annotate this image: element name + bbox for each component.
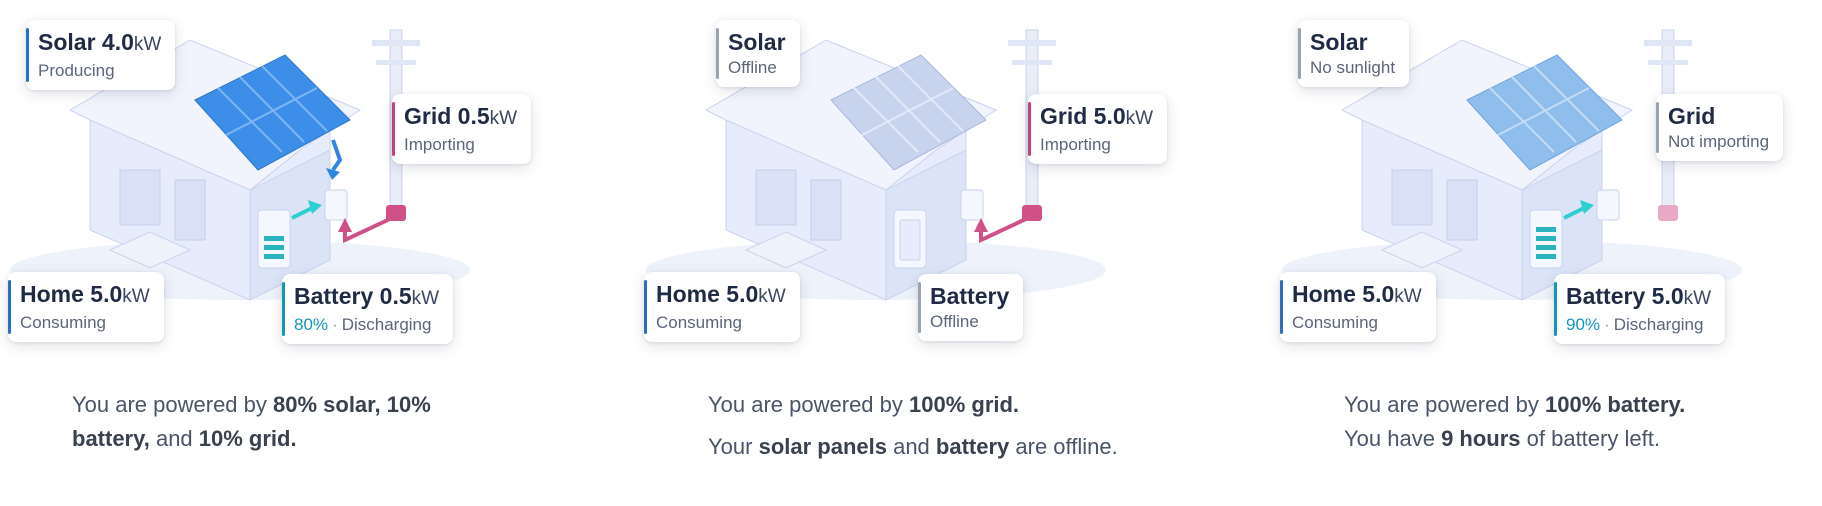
caption-text: You are powered by [1344, 392, 1545, 417]
solar-flow-arrowhead [326, 168, 340, 180]
battery-title: Battery [294, 283, 374, 309]
grid-flow-arrow [979, 216, 1029, 244]
battery-flow-arrow [1563, 206, 1585, 220]
home-value: 5.0 [90, 281, 123, 307]
caption-emphasis: 10% grid. [198, 426, 297, 451]
solar-flow-arrow [331, 139, 343, 172]
energy-panel-1: Solar 4.0kW Producing Grid 0.5kW Importi… [0, 0, 620, 506]
battery-flow-arrowhead [1580, 200, 1594, 214]
grid-card[interactable]: Grid Not importing [1656, 94, 1784, 161]
meter-box [1596, 189, 1620, 221]
grid-title: Grid [404, 103, 452, 129]
home-title: Home [1292, 281, 1356, 307]
home-card[interactable]: Home 5.0kW Consuming [1280, 272, 1436, 342]
solar-title: Solar [728, 29, 786, 55]
grid-unit: kW [489, 108, 518, 129]
energy-panel-2: Solar Offline Grid 5.0kW Importing Home … [636, 0, 1256, 506]
solar-title: Solar [1310, 29, 1368, 55]
battery-unit: kW [1683, 288, 1712, 309]
home-unit: kW [122, 286, 150, 307]
caption-text: and [886, 434, 936, 459]
battery-status: Discharging [341, 315, 432, 334]
caption-emphasis: 100% battery. [1545, 392, 1686, 417]
solar-panel [830, 54, 987, 171]
grid-flow-arrow [343, 216, 393, 244]
grid-card[interactable]: Grid 5.0kW Importing [1028, 94, 1168, 164]
battery-status: Offline [930, 312, 979, 331]
caption-text: are offline. [1009, 434, 1118, 459]
caption-emphasis: 9 hours [1441, 426, 1521, 451]
home-status: Consuming [656, 313, 742, 332]
grid-status: Not importing [1668, 132, 1770, 151]
caption-text: of battery left. [1520, 426, 1660, 451]
solar-unit: kW [133, 34, 162, 55]
solar-card[interactable]: Solar No sunlight [1298, 20, 1410, 87]
caption-emphasis: 100% grid. [909, 392, 1020, 417]
battery-card[interactable]: Battery 5.0kW 90%·Discharging [1554, 274, 1726, 344]
caption-emphasis: solar panels [758, 434, 887, 459]
caption-text: You are powered by [72, 392, 273, 417]
battery-status: Discharging [1613, 315, 1704, 334]
grid-value: 5.0 [1093, 103, 1126, 129]
solar-panel [1466, 54, 1623, 171]
battery-title: Battery [930, 283, 1010, 309]
solar-status: Offline [728, 58, 777, 77]
battery-flow-arrow [291, 206, 313, 220]
energy-panel-3: Solar No sunlight Grid Not importing Hom… [1272, 0, 1822, 506]
battery-unit [257, 209, 291, 269]
power-summary: You are powered by 80% solar, 10% batter… [72, 388, 512, 456]
caption-emphasis: 80% solar, 10% battery, [72, 392, 431, 451]
solar-status: No sunlight [1310, 58, 1396, 77]
home-unit: kW [1394, 286, 1422, 307]
grid-title: Grid [1668, 103, 1716, 129]
solar-card[interactable]: Solar Offline [716, 20, 800, 87]
solar-panel [194, 54, 351, 171]
caption-text: Your [708, 434, 759, 459]
home-status: Consuming [20, 313, 106, 332]
grid-value: 0.5 [457, 103, 490, 129]
solar-card[interactable]: Solar 4.0kW Producing [26, 20, 176, 90]
separator-dot: · [1604, 315, 1610, 334]
grid-flow-arrowhead [338, 218, 352, 232]
grid-status: Importing [1040, 135, 1111, 154]
power-summary: You are powered by 100% battery. You hav… [1344, 388, 1804, 456]
separator-dot: · [332, 315, 338, 334]
grid-flow-arrowhead [974, 218, 988, 232]
caption-text: You are powered by [708, 392, 909, 417]
home-title: Home [20, 281, 84, 307]
caption-text: You have [1344, 426, 1442, 451]
battery-unit [893, 209, 927, 269]
meter-box [324, 189, 348, 221]
caption-text: and [149, 426, 199, 451]
grid-status: Importing [404, 135, 475, 154]
battery-unit: kW [411, 288, 440, 309]
home-status: Consuming [1292, 313, 1378, 332]
home-value: 5.0 [726, 281, 759, 307]
home-card[interactable]: Home 5.0kW Consuming [644, 272, 800, 342]
solar-status: Producing [38, 61, 115, 80]
battery-percent: 80% [294, 315, 329, 334]
home-card[interactable]: Home 5.0kW Consuming [8, 272, 164, 342]
grid-unit: kW [1125, 108, 1154, 129]
meter-box [960, 189, 984, 221]
grid-card[interactable]: Grid 0.5kW Importing [392, 94, 532, 164]
battery-value: 5.0 [1651, 283, 1684, 309]
caption-emphasis: battery [935, 434, 1010, 459]
solar-title: Solar [38, 29, 96, 55]
battery-percent: 90% [1566, 315, 1601, 334]
grid-title: Grid [1040, 103, 1088, 129]
home-unit: kW [758, 286, 786, 307]
solar-value: 4.0 [101, 29, 134, 55]
home-value: 5.0 [1362, 281, 1395, 307]
battery-value: 0.5 [379, 283, 412, 309]
home-title: Home [656, 281, 720, 307]
battery-title: Battery [1566, 283, 1646, 309]
power-summary: You are powered by 100% grid. Your solar… [708, 388, 1148, 464]
battery-card[interactable]: Battery Offline [918, 274, 1024, 341]
battery-card[interactable]: Battery 0.5kW 80%·Discharging [282, 274, 454, 344]
battery-unit [1529, 209, 1563, 269]
battery-flow-arrowhead [308, 200, 322, 214]
